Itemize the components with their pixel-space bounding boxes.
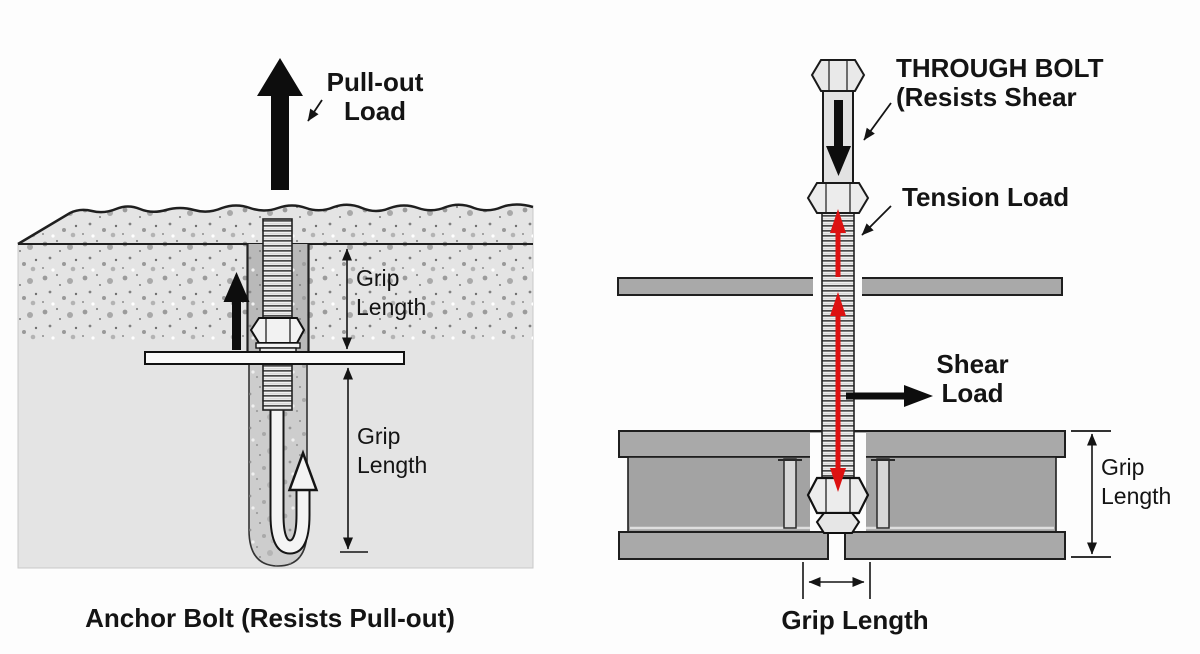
- shank-load-arrow-icon: [826, 100, 851, 176]
- grip-length-lower-label: Grip Length: [357, 423, 428, 478]
- through-bolt-diagram: [617, 59, 1111, 599]
- through-bolt-top-nut: [806, 182, 870, 214]
- grip-length-bottom-label: Grip Length: [781, 605, 929, 635]
- through-bolt-lock-nut: [815, 512, 861, 534]
- anchor-washer: [255, 342, 301, 354]
- shear-load-label: Shear Load: [936, 349, 1009, 409]
- through-bolt-bottom-nut: [806, 476, 870, 515]
- hook-resistance-arrow-icon: [287, 449, 319, 492]
- shear-load-arrow-icon: [846, 385, 933, 407]
- beam-bottom-flange-right: [844, 531, 1066, 560]
- dimension-side-grip: [1071, 430, 1111, 558]
- j-hook-body: [271, 403, 309, 553]
- title-pointer-arrow: [863, 102, 892, 141]
- anchor-hex-nut: [249, 317, 306, 344]
- anchor-bolt-diagram: [17, 58, 534, 569]
- web-stiffener-left: [778, 458, 802, 529]
- grip-length-side-label: Grip Length: [1101, 454, 1172, 509]
- pullout-load-label: Pull-out Load: [326, 67, 424, 127]
- tension-arrowhead-down: [830, 468, 846, 492]
- grip-length-upper-label: Grip Length: [356, 265, 427, 320]
- anchor-bolt-caption: Anchor Bolt (Resists Pull-out): [85, 603, 455, 633]
- tension-pointer-arrow: [861, 205, 892, 236]
- tension-arrowhead-up-2: [830, 292, 846, 316]
- concrete-top-outline: [17, 203, 534, 246]
- anchor-rod-threads-lower: [262, 363, 293, 411]
- tension-arrowhead-up-1: [830, 209, 846, 233]
- bearing-plate: [144, 351, 405, 365]
- dimension-bottom-grip: [802, 562, 871, 599]
- anchor-rod-threads-upper: [262, 218, 293, 319]
- tension-load-label: Tension Load: [902, 182, 1070, 212]
- web-stiffener-right: [871, 458, 895, 529]
- through-bolt-title: THROUGH BOLT (Resists Shear: [896, 53, 1104, 113]
- anchor-rod: [262, 218, 293, 411]
- tension-arrow-icon: [830, 209, 846, 492]
- through-bolt-head: [810, 59, 866, 92]
- pullout-load-arrow-icon: [257, 58, 303, 190]
- pullout-pointer-arrow: [307, 99, 323, 122]
- beam-bottom-flange-left: [618, 531, 829, 560]
- uplift-arrow-icon: [223, 272, 250, 350]
